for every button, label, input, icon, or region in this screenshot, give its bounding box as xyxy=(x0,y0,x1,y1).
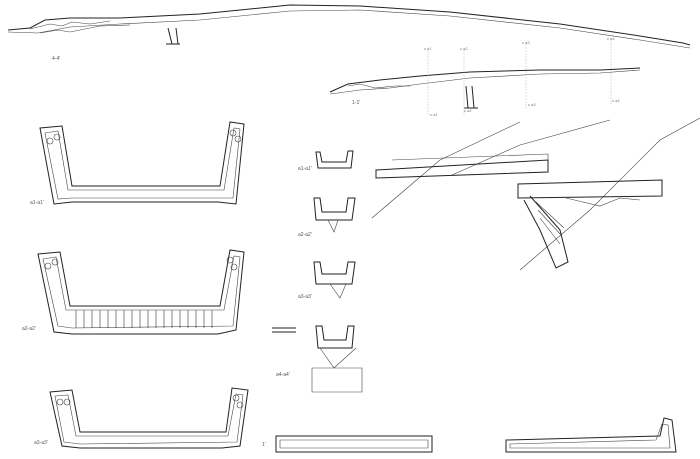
marker-a2-bottom: c a2 xyxy=(464,108,472,113)
label-small-a1: a1-a1' xyxy=(298,166,312,172)
section-a1-large xyxy=(39,121,245,205)
section-a2-large xyxy=(37,249,245,335)
elevation-4-4 xyxy=(7,4,691,49)
label-section-a2: a2-a2' xyxy=(22,326,36,332)
label-small-a4: a4-a4' xyxy=(276,372,290,378)
section-a3-large xyxy=(49,387,249,449)
section-a1-small xyxy=(315,150,354,169)
section-a3-small xyxy=(313,261,356,299)
label-section-1-prime: 1' xyxy=(262,442,266,448)
marker-a2-top: c a2 xyxy=(460,46,468,51)
label-section-a3: a3-a3' xyxy=(34,440,48,446)
marker-a4-top: c a4 xyxy=(607,36,615,41)
label-section-1-1: 1-1' xyxy=(352,100,361,106)
marker-a3-top: c a3 xyxy=(522,40,530,45)
marker-a1-bottom: c a1 xyxy=(430,112,438,117)
label-section-a1: a1-a1' xyxy=(30,200,44,206)
marker-a4-bottom: c a4 xyxy=(612,98,620,103)
section-a4-small xyxy=(272,325,363,393)
label-small-a2: a2-a2' xyxy=(298,232,312,238)
label-small-a3: a3-a3' xyxy=(298,294,312,300)
marker-a1-top: c a1 xyxy=(424,46,432,51)
marker-a3-bottom: c a3 xyxy=(528,102,536,107)
elevation-1-1 xyxy=(329,40,641,115)
section-1-prime xyxy=(275,435,433,453)
section-2-prime xyxy=(505,417,677,453)
plan-view xyxy=(371,117,700,271)
section-a2-small xyxy=(313,197,356,233)
label-section-4-4: 4-4' xyxy=(52,56,61,62)
